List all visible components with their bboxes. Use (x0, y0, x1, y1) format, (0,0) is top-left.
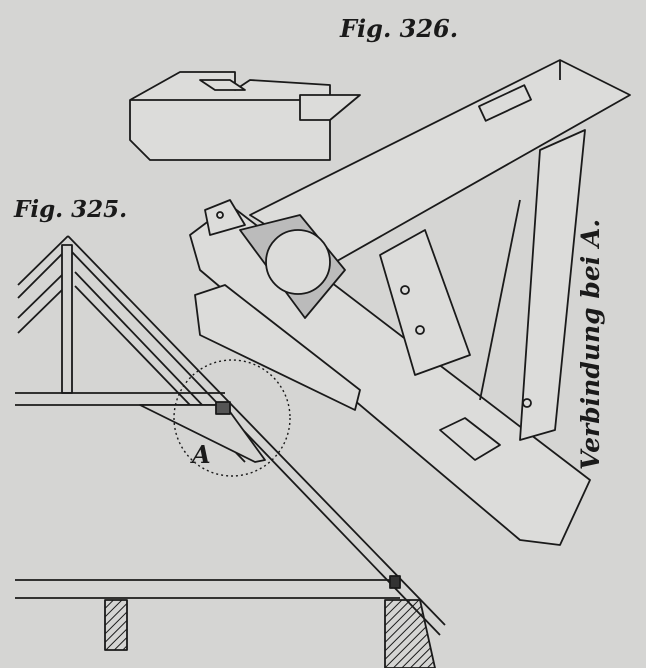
figure-caption: Verbindung bei A. (576, 218, 605, 470)
roof-truss-fig325 (15, 235, 446, 668)
figure-325-label: Fig. 325. (14, 196, 128, 223)
joint-detail-fig326 (129, 59, 631, 546)
figure-326-label: Fig. 326. (340, 14, 459, 43)
joint-a-label: A (192, 440, 211, 469)
